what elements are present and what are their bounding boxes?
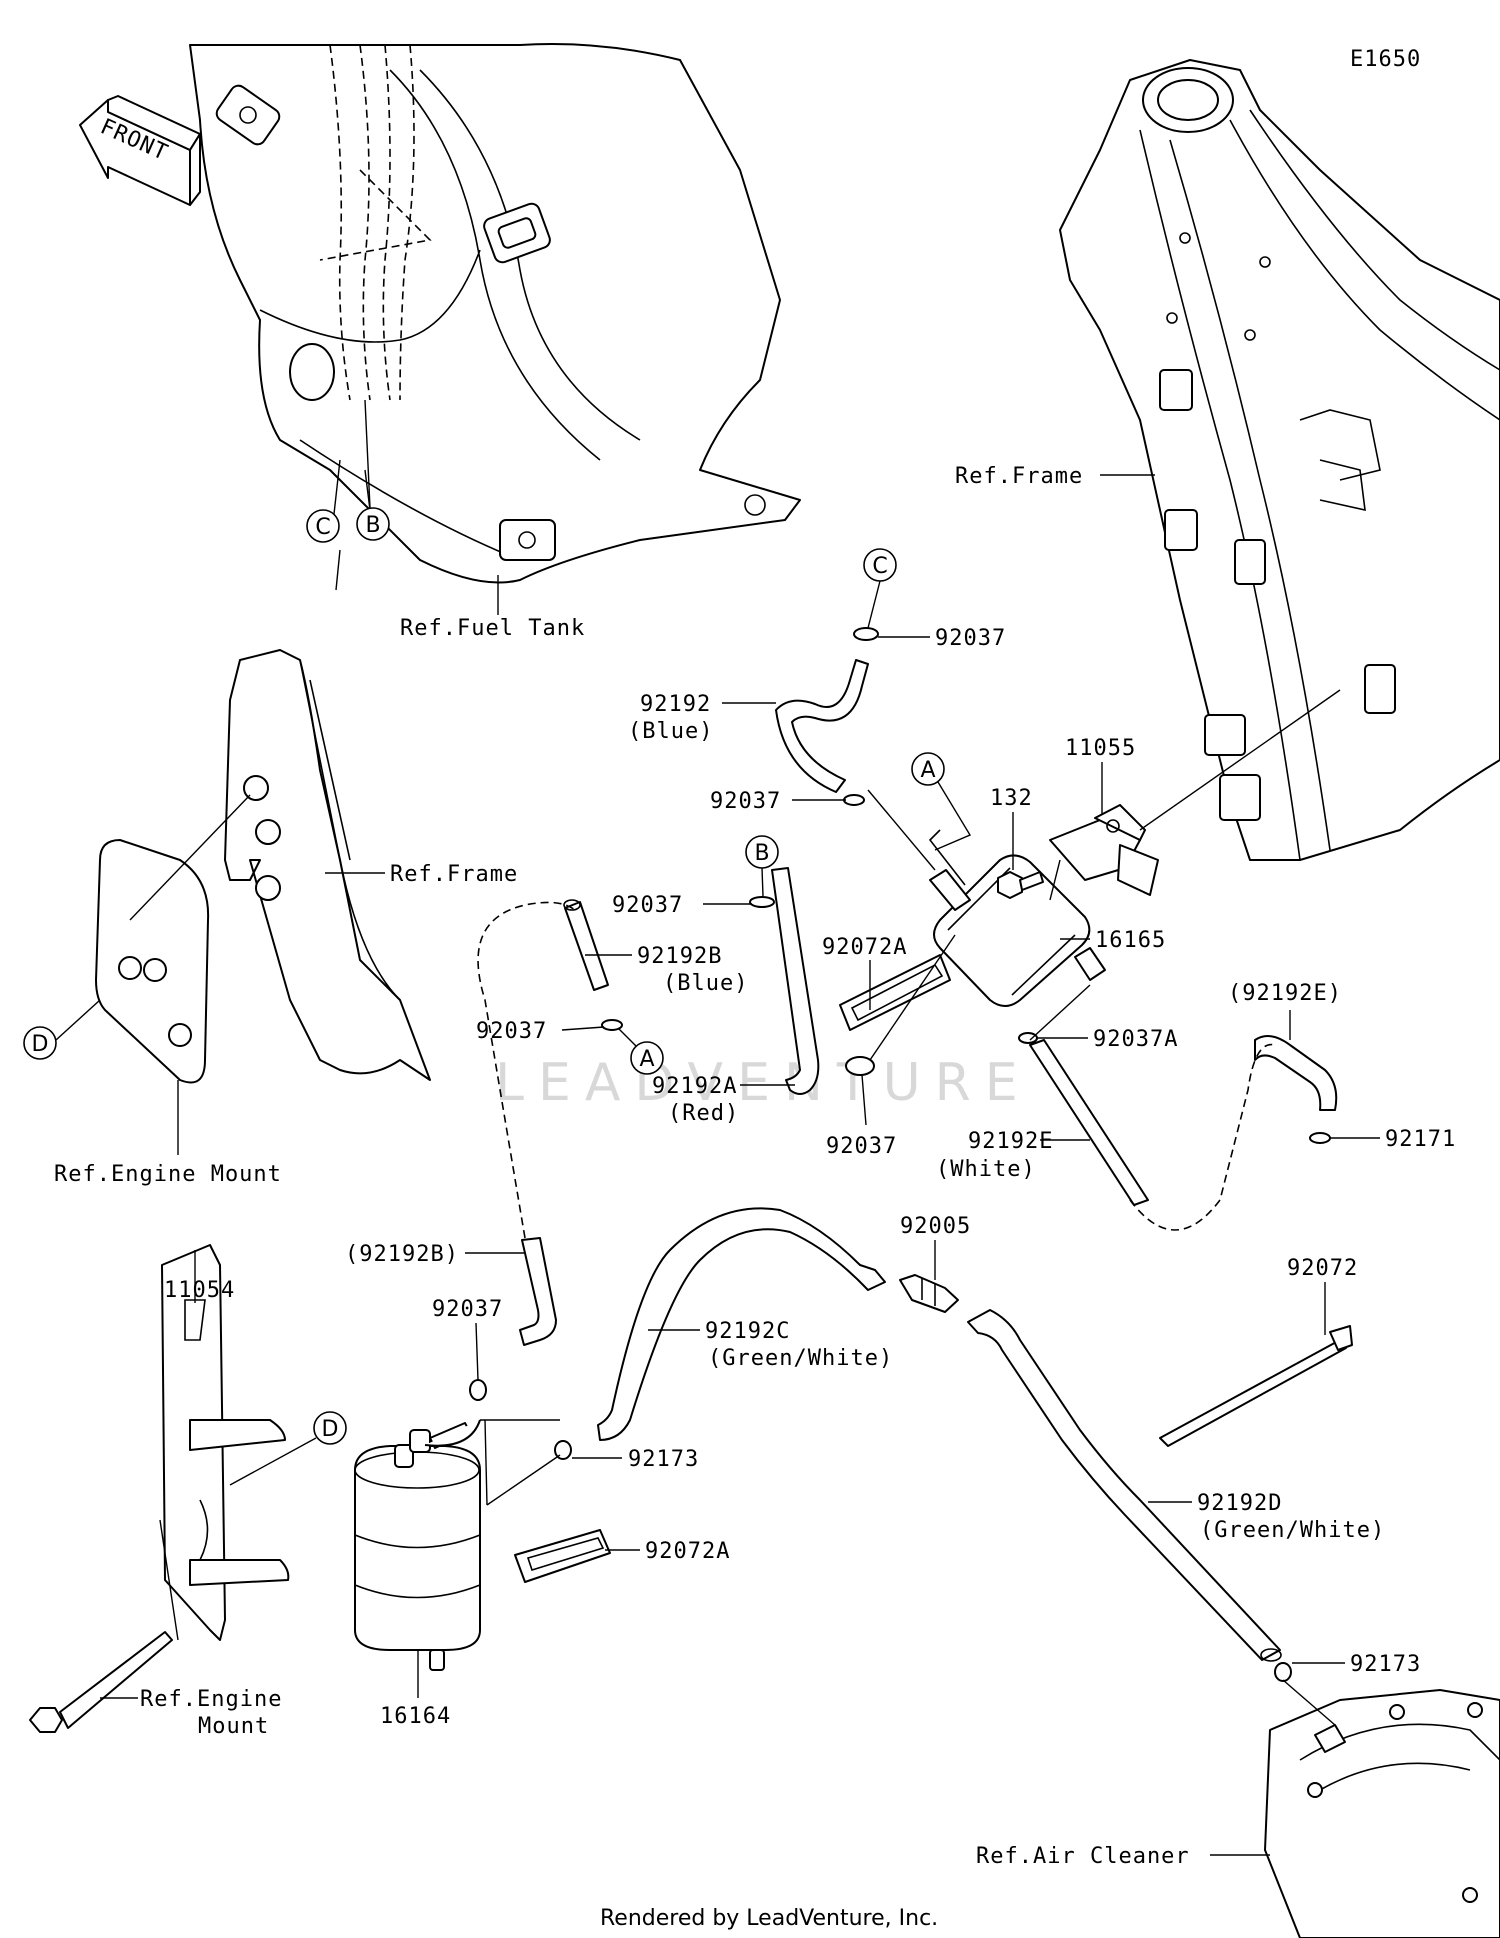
hose-92192b-lower — [519, 1237, 557, 1346]
label-16165: 16165 — [1095, 928, 1166, 953]
hose-92192c — [597, 1207, 886, 1441]
label-92173-top: 92173 — [628, 1447, 699, 1472]
watermark: LEADVENTURE — [495, 1053, 1032, 1113]
label-92037-bottom: 92037 — [826, 1134, 897, 1159]
callout-b-tank: B — [356, 399, 390, 541]
fuel-filter-16165 — [928, 829, 1106, 1007]
label-92192c: 92192C — [705, 1319, 790, 1344]
clamp-92037-c — [853, 627, 879, 641]
label-92192: 92192 — [640, 692, 711, 717]
label-92192e-paren: (92192E) — [1228, 981, 1342, 1006]
callout-d-left: D — [23, 999, 101, 1060]
ref-engine-mount-1: Ref.Engine Mount — [54, 1162, 282, 1187]
label-92192d: 92192D — [1197, 1491, 1282, 1516]
svg-text:C: C — [315, 515, 330, 540]
cable-tie-92072 — [1159, 1325, 1353, 1447]
ref-engine-mount-2-line2: Mount — [198, 1714, 269, 1739]
label-92037-c: 92037 — [935, 626, 1006, 651]
label-92037a: 92037A — [1093, 1027, 1178, 1052]
label-92192d-color: (Green/White) — [1200, 1518, 1385, 1543]
callout-d-bracket: D — [229, 1411, 347, 1486]
callout-c-top: C — [863, 548, 897, 629]
svg-text:C: C — [872, 554, 887, 579]
label-92192b-paren: (92192B) — [345, 1242, 459, 1267]
clamp-92173-bottom — [1274, 1662, 1292, 1682]
label-92005: 92005 — [900, 1214, 971, 1239]
front-arrow-icon: FRONT — [79, 95, 201, 206]
clamp-92173-top — [554, 1440, 572, 1460]
label-92192e-color: (White) — [936, 1157, 1036, 1182]
frame-drawing — [1059, 59, 1500, 861]
label-92192-color: (Blue) — [628, 719, 713, 744]
svg-text:A: A — [639, 1047, 654, 1072]
diagram-id: E1650 — [1350, 47, 1421, 72]
label-92171: 92171 — [1385, 1127, 1456, 1152]
hose-92192 — [775, 659, 869, 793]
label-92192a-color: (Red) — [668, 1101, 739, 1126]
label-92037-left: 92037 — [612, 893, 683, 918]
label-92037-b: 92037 — [710, 789, 781, 814]
canister-16164 — [354, 1419, 560, 1671]
svg-text:D: D — [322, 1417, 339, 1442]
callout-b-mid: B — [745, 835, 779, 897]
hose-92192b — [563, 899, 609, 991]
routing-lines — [335, 469, 1336, 1726]
label-11055: 11055 — [1065, 736, 1136, 761]
ref-frame-left: Ref.Frame — [390, 862, 518, 887]
bracket-11055 — [1049, 689, 1341, 901]
label-16164: 16164 — [380, 1704, 451, 1729]
label-11054: 11054 — [164, 1278, 235, 1303]
label-92072a-top: 92072A — [822, 935, 907, 960]
label-132: 132 — [990, 786, 1033, 811]
label-92072: 92072 — [1287, 1256, 1358, 1281]
bracket-11054 — [29, 1244, 290, 1733]
label-92192c-color: (Green/White) — [708, 1346, 893, 1371]
clamp-92037-a — [601, 1019, 623, 1031]
hose-92192a — [771, 867, 820, 1095]
svg-text:B: B — [365, 513, 380, 538]
label-92192a: 92192A — [652, 1074, 737, 1099]
frame-left-drawing — [95, 649, 431, 1084]
ref-frame-upper: Ref.Frame — [955, 464, 1083, 489]
ref-air-cleaner: Ref.Air Cleaner — [976, 1844, 1190, 1869]
label-92173-bottom: 92173 — [1350, 1652, 1421, 1677]
callout-a-mid: A — [617, 1027, 664, 1075]
callout-c-tank: C — [306, 459, 341, 543]
bolt-132 — [997, 871, 1044, 899]
clamp-92037-bottom — [845, 1056, 875, 1076]
label-92037-a: 92037 — [476, 1019, 547, 1044]
clamp-92037-can — [469, 1379, 487, 1401]
strap-92072a-lower — [514, 1529, 611, 1583]
clamp-92037a — [1018, 1032, 1038, 1044]
svg-text:D: D — [32, 1032, 49, 1057]
hose-92192e-alt — [1254, 1035, 1338, 1111]
air-cleaner-drawing — [1264, 1689, 1500, 1938]
connector-92005 — [899, 1274, 959, 1313]
ref-engine-mount-2-line1: Ref.Engine — [140, 1687, 282, 1712]
clamp-92037-b — [843, 794, 865, 806]
label-92072a-bottom: 92072A — [645, 1539, 730, 1564]
footer-credit: Rendered by LeadVenture, Inc. — [600, 1906, 938, 1931]
hose-92192e — [1029, 1039, 1149, 1206]
label-92192e: 92192E — [968, 1129, 1053, 1154]
ref-fuel-tank: Ref.Fuel Tank — [400, 616, 585, 641]
strap-92072a-upper — [839, 954, 951, 1031]
clamp-92171 — [1309, 1132, 1331, 1144]
svg-text:B: B — [754, 841, 769, 866]
fuel-tank-drawing — [189, 43, 801, 584]
label-92037-can: 92037 — [432, 1297, 503, 1322]
callout-a-top: A — [911, 752, 972, 851]
label-92192b: 92192B — [637, 944, 722, 969]
label-92192b-color: (Blue) — [663, 971, 748, 996]
svg-text:A: A — [920, 758, 935, 783]
clamp-92037-left — [749, 896, 775, 908]
hose-92192d — [967, 1309, 1282, 1662]
